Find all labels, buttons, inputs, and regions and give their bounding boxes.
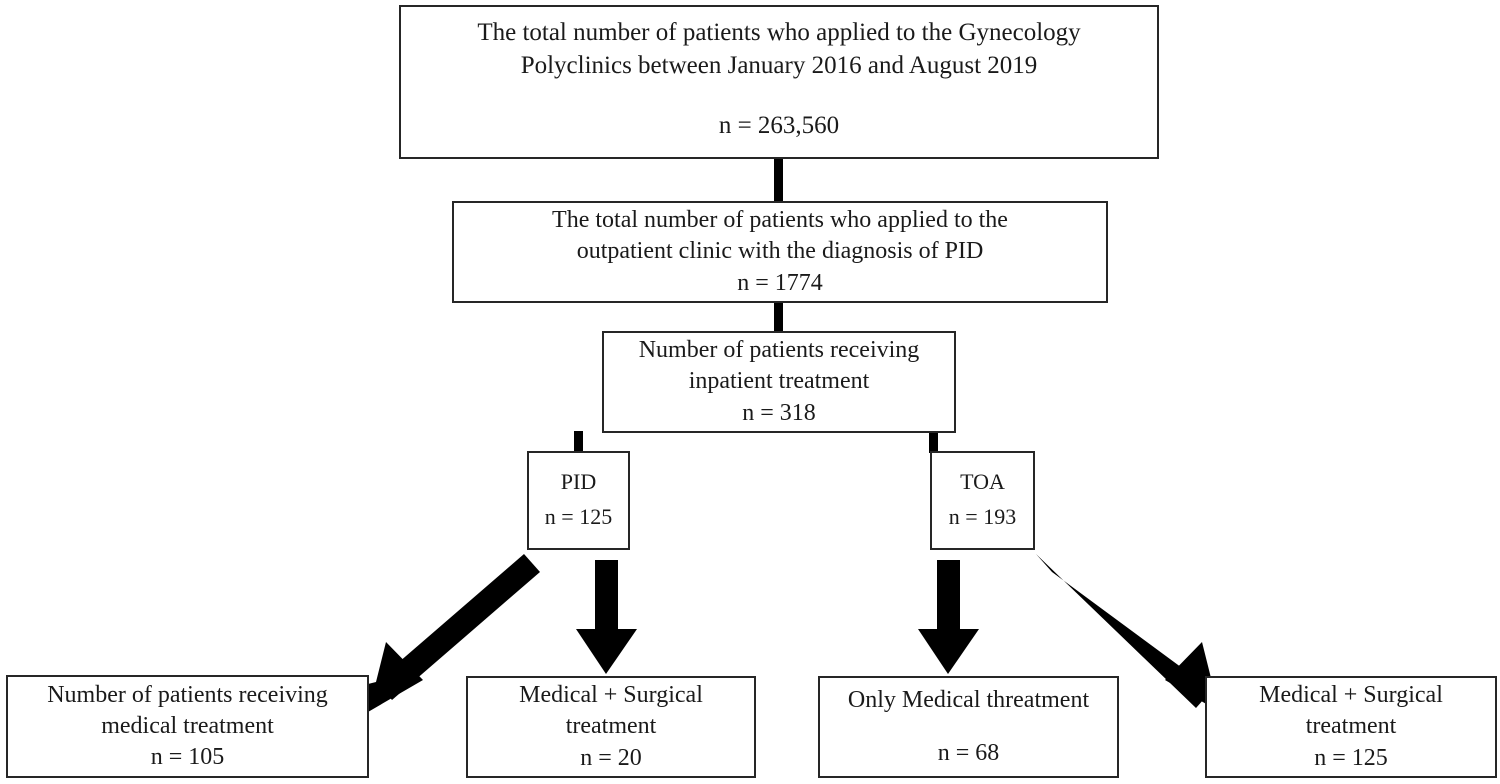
node-med-surg-toa: Medical + Surgical treatment n = 125 [1205, 676, 1497, 778]
node-toa: TOA n = 193 [930, 451, 1035, 550]
node-only-medical-line1: Only Medical threatment [847, 686, 1090, 713]
node-pid-diagnosis-line1: The total number of patients who applied… [552, 207, 1008, 234]
node-only-medical: Only Medical threatment n = 68 [818, 676, 1119, 778]
node-inpatient-line2: inpatient treatment [688, 368, 870, 395]
node-medical-treatment: Number of patients receiving medical tre… [6, 675, 369, 778]
arrow-pid-to-med-surg [576, 560, 637, 674]
node-pid-label: PID [560, 468, 597, 494]
node-med-surg-pid: Medical + Surgical treatment n = 20 [466, 676, 756, 778]
node-med-surg-toa-count: n = 125 [1314, 744, 1388, 771]
node-med-surg-toa-line1: Medical + Surgical [1259, 682, 1443, 709]
node-total-applied-line2: Polyclinics between January 2016 and Aug… [520, 51, 1038, 79]
node-pid: PID n = 125 [527, 451, 630, 550]
arrow-toa-to-only-medical [918, 560, 979, 674]
node-toa-label: TOA [960, 468, 1005, 494]
node-total-applied-line1: The total number of patients who applied… [477, 19, 1081, 46]
node-med-surg-pid-line1: Medical + Surgical [519, 682, 703, 709]
node-pid-diagnosis: The total number of patients who applied… [452, 201, 1108, 303]
node-med-surg-pid-count: n = 20 [580, 744, 642, 771]
node-inpatient-line1: Number of patients receiving [638, 337, 920, 364]
node-pid-diagnosis-count: n = 1774 [737, 269, 823, 296]
node-med-surg-toa-line2: treatment [1305, 713, 1397, 740]
node-inpatient: Number of patients receiving inpatient t… [602, 331, 956, 433]
connector-inpatient-to-toa [929, 431, 938, 453]
node-inpatient-count: n = 318 [742, 399, 816, 426]
connector-inpatient-to-pid [574, 431, 583, 453]
node-toa-count: n = 193 [948, 503, 1017, 529]
node-total-applied-count: n = 263,560 [718, 112, 840, 139]
node-pid-count: n = 125 [544, 503, 613, 529]
node-medical-treatment-count: n = 105 [150, 744, 225, 771]
node-only-medical-count: n = 68 [937, 740, 1000, 766]
connector-total-to-diagnosis [774, 157, 783, 203]
node-medical-treatment-line1: Number of patients receiving [47, 681, 328, 708]
node-pid-diagnosis-line2: outpatient clinic with the diagnosis of … [576, 238, 984, 265]
connector-diagnosis-to-inpatient [774, 301, 783, 333]
node-medical-treatment-line2: medical treatment [101, 712, 274, 739]
node-med-surg-pid-line2: treatment [565, 713, 657, 740]
node-total-applied: The total number of patients who applied… [399, 5, 1159, 159]
